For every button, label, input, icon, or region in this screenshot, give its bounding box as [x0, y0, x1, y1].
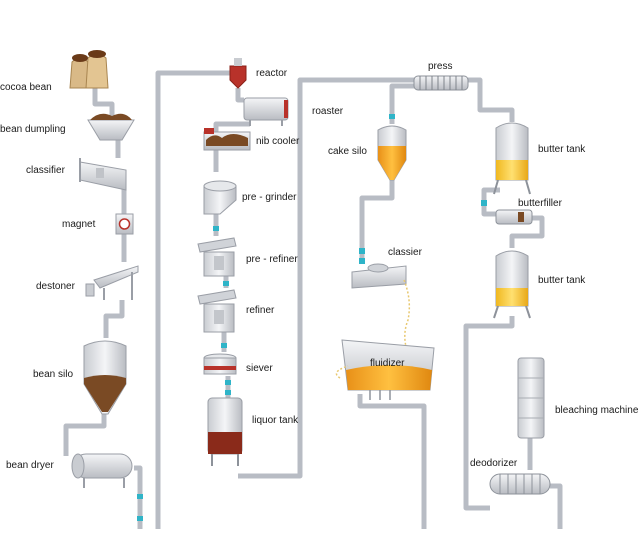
liquor-tank: [207, 397, 243, 466]
label-fluidizer: fluidizer: [370, 358, 405, 369]
valves: [137, 114, 487, 521]
label-nib-cooler: nib cooler: [256, 136, 300, 147]
pipe-filler-to-buttertank2: [509, 215, 545, 248]
reactor-vessel: [229, 58, 247, 89]
pipe-cocoa-to-dumpling: [92, 88, 115, 118]
pipe-roaster-to-coolers: [213, 121, 250, 132]
cocoa-bean-sacks: [69, 50, 109, 89]
label-magnet: magnet: [62, 219, 96, 230]
label-liquor-tank: liquor tank: [252, 415, 299, 426]
label-cocoa-bean: cocoa bean: [0, 82, 52, 93]
pipe-destoner-to-silo: [103, 300, 125, 338]
refiner: [197, 289, 237, 333]
label-destoner: destoner: [36, 281, 75, 292]
siever: [203, 353, 237, 375]
pipe-reactor-to-roaster: [235, 88, 244, 103]
magnet-unit: [115, 213, 134, 235]
butter-tank-1: [493, 122, 531, 195]
pipe-riser-to-reactor: [155, 70, 230, 529]
nib-cooler: [203, 128, 251, 151]
label-butterfiller: butterfiller: [518, 198, 562, 209]
label-pre-refiner: pre - refiner: [246, 254, 298, 265]
pipe-press-to-cakesilo: [389, 83, 420, 124]
label-bean-dryer: bean dryer: [6, 460, 54, 471]
pipe-deodorizer-out: [550, 483, 563, 529]
butter-tank-2: [493, 250, 531, 319]
label-cake-silo: cake silo: [328, 146, 367, 157]
bean-dryer: [71, 453, 133, 488]
label-reactor: reactor: [256, 68, 288, 79]
deodorizer-unit: [489, 473, 551, 495]
classier-unit: [351, 263, 413, 363]
label-roaster: roaster: [312, 106, 344, 117]
label-siever: siever: [246, 363, 273, 374]
bean-silo: [83, 340, 127, 415]
cake-silo: [377, 125, 407, 181]
label-bleaching-machine: bleaching machine: [555, 405, 639, 416]
label-bean-dumpling: bean dumpling: [0, 124, 66, 135]
pipes: [63, 70, 563, 529]
bleaching-machine: [517, 357, 545, 439]
pipe-fluidizer-loop: [357, 394, 427, 529]
roaster-drum: [243, 97, 289, 126]
label-butter-tank-2: butter tank: [538, 275, 586, 286]
label-refiner: refiner: [246, 305, 275, 316]
classifier-machine: [79, 158, 127, 191]
pre-grinder: [203, 180, 237, 215]
label-pre-grinder: pre - grinder: [242, 192, 297, 203]
butterfiller-unit: [495, 209, 533, 225]
pipe-dryer-out: [134, 465, 143, 529]
label-classifier: classifier: [26, 165, 65, 176]
label-classier: classier: [388, 247, 422, 258]
fluidizer-unit: [335, 339, 435, 400]
bean-dumpling-hopper: [87, 113, 135, 141]
label-press: press: [428, 61, 453, 72]
pipe-press-to-buttertank: [468, 77, 515, 122]
pipe-liquor-to-press: [238, 77, 420, 479]
pipe-buttertank2-to-bleach: [463, 316, 515, 511]
pipe-cakesilo-to-classier: [359, 180, 395, 262]
label-butter-tank-1: butter tank: [538, 144, 586, 155]
pipe-silo-to-dryer: [63, 414, 107, 456]
label-bean-silo: bean silo: [33, 369, 74, 380]
pre-refiner: [197, 237, 237, 277]
label-deodorizer: deodorizer: [470, 458, 518, 469]
press-machine: [413, 75, 469, 91]
destoner-machine: [85, 265, 139, 300]
